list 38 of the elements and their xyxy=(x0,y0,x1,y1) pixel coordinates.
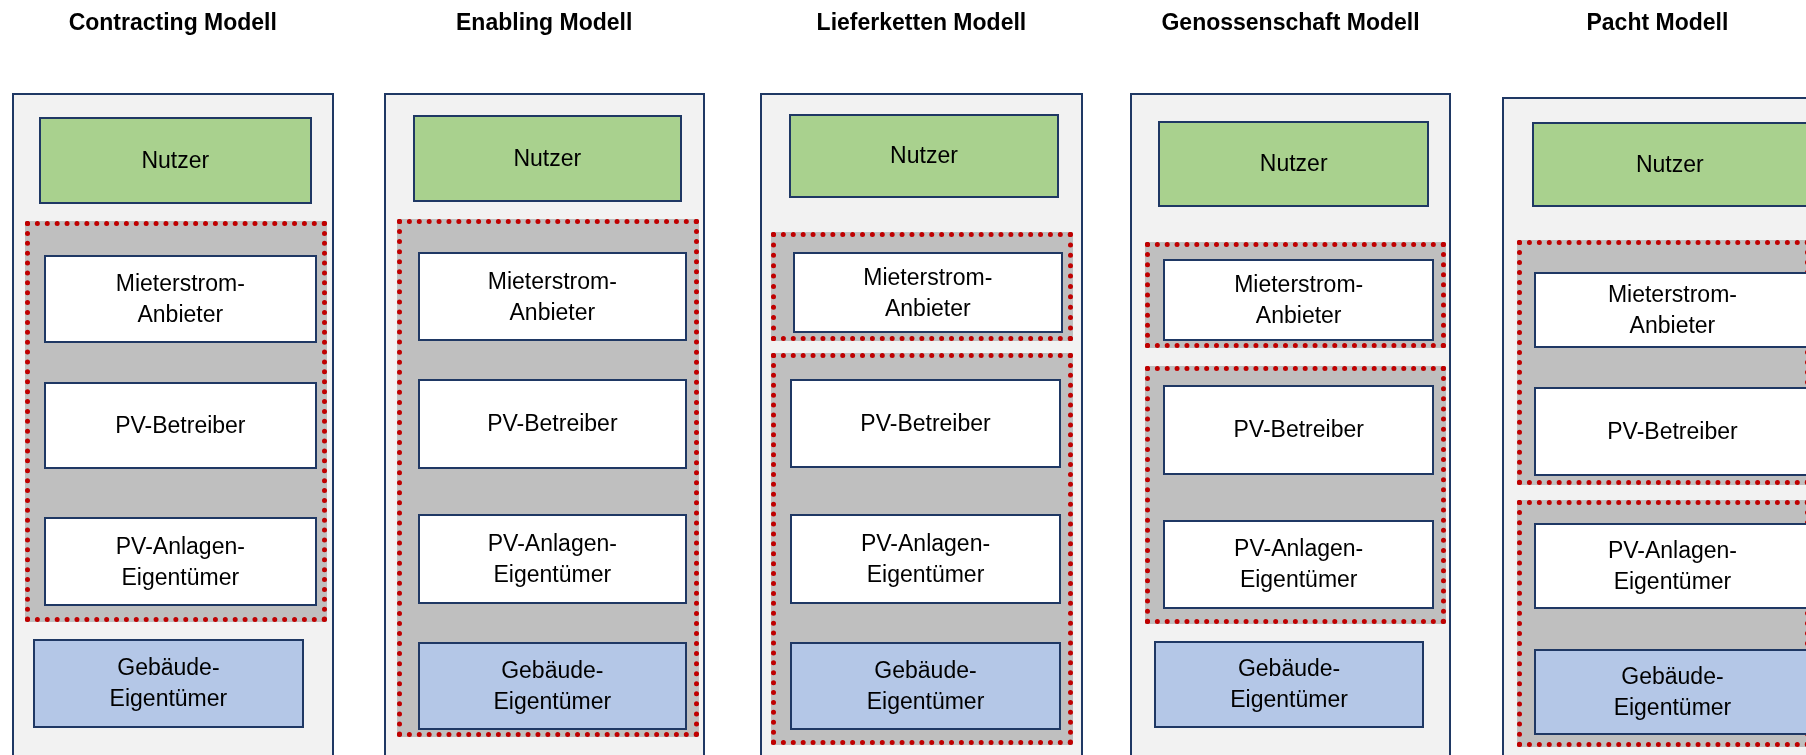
column-title: Enabling Modell xyxy=(455,8,634,37)
role-box: Nutzer xyxy=(38,117,312,204)
role-box: Gebäude- Eigentümer xyxy=(418,641,687,731)
column-title: Pacht Modell xyxy=(1585,8,1730,37)
role-box: Gebäude- Eigentümer xyxy=(33,638,304,728)
dashed-group-frame xyxy=(1144,365,1447,624)
role-box: Mieterstrom- Anbieter xyxy=(418,252,687,341)
role-box: PV-Betreiber xyxy=(418,379,687,469)
role-box: PV-Betreiber xyxy=(1163,384,1434,475)
role-box: PV-Anlagen- Eigentümer xyxy=(790,513,1061,604)
role-box: Mieterstrom- Anbieter xyxy=(1534,271,1806,348)
dashed-group-frame xyxy=(1516,499,1806,748)
column-title: Contracting Modell xyxy=(67,8,278,37)
dashed-group-frame xyxy=(1516,240,1806,485)
column-title: Lieferketten Modell xyxy=(815,8,1028,37)
dashed-group-frame xyxy=(1144,241,1447,348)
role-box: PV-Anlagen- Eigentümer xyxy=(1163,519,1434,610)
role-box: Mieterstrom- Anbieter xyxy=(43,254,317,344)
role-box: PV-Anlagen- Eigentümer xyxy=(418,513,687,604)
role-box: Gebäude- Eigentümer xyxy=(1153,641,1425,728)
dashed-group-frame xyxy=(25,220,327,622)
role-box: PV-Betreiber xyxy=(43,382,317,469)
role-box: Nutzer xyxy=(413,114,682,203)
role-box: PV-Betreiber xyxy=(1534,387,1806,476)
role-box: PV-Betreiber xyxy=(790,379,1061,468)
role-box: PV-Anlagen- Eigentümer xyxy=(43,517,317,606)
dashed-group-frame xyxy=(397,218,699,737)
role-box: Mieterstrom- Anbieter xyxy=(792,252,1064,333)
role-box: Mieterstrom- Anbieter xyxy=(1163,259,1434,341)
role-box: PV-Anlagen- Eigentümer xyxy=(1534,523,1806,610)
dashed-group-frame xyxy=(771,232,1074,341)
role-box: Nutzer xyxy=(1158,120,1430,207)
role-box: Gebäude- Eigentümer xyxy=(1534,648,1806,735)
role-box: Gebäude- Eigentümer xyxy=(790,641,1061,731)
column-title: Genossenschaft Modell xyxy=(1160,8,1421,37)
role-box: Nutzer xyxy=(788,113,1060,198)
role-box: Nutzer xyxy=(1531,121,1806,207)
dashed-group-frame xyxy=(771,353,1074,745)
